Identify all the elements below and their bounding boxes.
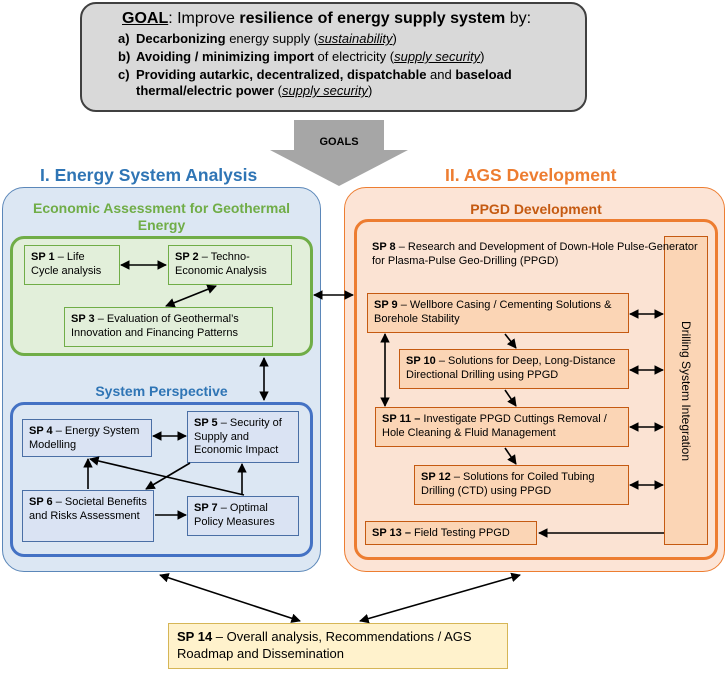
sp1-box: SP 1 – Life Cycle analysis — [24, 245, 120, 285]
arrow-ags-sp14 — [359, 572, 521, 624]
section-ags-development: II. AGS Development — [445, 165, 617, 185]
goal-item-italic: supply security — [394, 49, 481, 64]
sp6-text: – Societal Benefits and Risks Assessment — [29, 496, 147, 522]
sp8-box: SP 8 – Research and Development of Down-… — [366, 236, 708, 276]
goal-item-text: and — [426, 67, 456, 82]
arrow-sp9-sp10 — [504, 333, 517, 349]
goal-item-italic: sustainability — [318, 31, 393, 46]
sp2-box: SP 2 – Techno-Economic Analysis — [168, 245, 292, 285]
goal-item-text: of electricity ( — [313, 49, 395, 64]
goal-item-text2: ( — [274, 83, 282, 98]
goal-item-a: a) Decarbonizing energy supply (sustaina… — [118, 31, 575, 47]
ppgd-development-title: PPGD Development — [470, 201, 602, 217]
sp2-code: SP 2 — [175, 251, 199, 263]
sp12-text: – Solutions for Coiled Tubing Drilling (… — [421, 471, 595, 497]
goals-arrow — [270, 120, 408, 186]
goal-item-bold: Providing autarkic, decentralized, dispa… — [136, 67, 427, 82]
goal-item-letter: a) — [118, 31, 130, 46]
sp14-code: SP 14 — [177, 629, 213, 644]
sp8-code: SP 8 — [372, 241, 396, 253]
sp11-code: SP 11 – — [382, 413, 421, 425]
sp4-box: SP 4 – Energy System Modelling — [22, 419, 152, 457]
goal-item-text: energy supply ( — [225, 31, 319, 46]
goal-item-c: c) Providing autarkic, decentralized, di… — [118, 67, 575, 99]
goal-intro-end: by: — [505, 10, 532, 27]
sp1-code: SP 1 — [31, 251, 55, 263]
goals-arrow-label: GOALS — [319, 136, 359, 148]
goal-box: GOAL: Improve resilience of energy suppl… — [80, 2, 587, 112]
sp9-box: SP 9 – Wellbore Casing / Cementing Solut… — [367, 293, 629, 333]
sp12-code: SP 12 — [421, 471, 451, 483]
sp10-text: – Solutions for Deep, Long-Distance Dire… — [406, 355, 616, 381]
goal-item-end: ) — [392, 31, 397, 46]
sp5-code: SP 5 — [194, 417, 218, 429]
sp13-box: SP 13 – Field Testing PPGD — [365, 521, 537, 545]
drilling-system-integration-box: Drilling System Integration — [664, 236, 708, 545]
sp12-box: SP 12 – Solutions for Coiled Tubing Dril… — [414, 465, 629, 505]
sp3-box: SP 3 – Evaluation of Geothermal’s Innova… — [64, 307, 273, 347]
sp2-text: – Techno-Economic Analysis — [175, 251, 267, 277]
sp6-box: SP 6 – Societal Benefits and Risks Asses… — [22, 490, 154, 542]
goal-item-letter: b) — [118, 49, 131, 64]
goal-item-bold: Avoiding / minimizing import — [136, 49, 314, 64]
sp9-code: SP 9 — [374, 299, 398, 311]
arrow-sp11-sp12 — [504, 447, 517, 465]
goal-item-bold: Decarbonizing — [136, 31, 226, 46]
sp14-text: – Overall analysis, Recommendations / AG… — [177, 629, 472, 661]
sp8-text: – Research and Development of Down-Hole … — [372, 241, 698, 267]
sp5-text: – Security of Supply and Economic Impact — [194, 417, 282, 456]
goal-item-b: b) Avoiding / minimizing import of elect… — [118, 49, 575, 65]
sp9-text: – Wellbore Casing / Cementing Solutions … — [374, 299, 612, 325]
sp7-text: – Optimal Policy Measures — [194, 502, 275, 528]
section-energy-system-analysis: I. Energy System Analysis — [40, 165, 258, 185]
sp3-text: – Evaluation of Geothermal’s Innovation … — [71, 313, 239, 339]
goal-item-letter: c) — [118, 67, 130, 82]
sp4-text: – Energy System Modelling — [29, 425, 140, 451]
sp11-text: Investigate PPGD Cuttings Removal / Hole… — [382, 413, 607, 439]
arrow-sp2-sp3 — [165, 284, 217, 308]
goal-intro: : Improve — [168, 10, 240, 27]
sp13-code: SP 13 – — [372, 527, 411, 539]
arrow-sp7-sp4 — [89, 456, 245, 496]
goal-item-italic: supply security — [281, 83, 368, 98]
arrow-sp10-sp11 — [504, 389, 517, 407]
sp14-box: SP 14 – Overall analysis, Recommendation… — [168, 623, 508, 669]
sp5-box: SP 5 – Security of Supply and Economic I… — [187, 411, 299, 463]
economic-assessment-title: Economic Assessment for Geothermal Energ… — [32, 200, 290, 233]
sp6-code: SP 6 — [29, 496, 53, 508]
sp3-code: SP 3 — [71, 313, 95, 325]
sp4-code: SP 4 — [29, 425, 53, 437]
sp7-box: SP 7 – Optimal Policy Measures — [187, 496, 299, 536]
arrow-esa-sp14 — [159, 573, 301, 623]
arrow-sp5-sp6 — [145, 462, 191, 490]
goal-prefix: GOAL — [122, 10, 169, 27]
goal-item-end: ) — [480, 49, 485, 64]
goal-item-end: ) — [367, 83, 373, 98]
goal-heading: GOAL: Improve resilience of energy suppl… — [118, 10, 575, 28]
sp13-text: Field Testing PPGD — [410, 527, 510, 539]
sp1-text: – Life Cycle analysis — [31, 251, 102, 277]
goal-item-bold2: baseload thermal/electric power — [136, 67, 512, 98]
sp7-code: SP 7 — [194, 502, 218, 514]
sp10-box: SP 10 – Solutions for Deep, Long-Distanc… — [399, 349, 629, 389]
sp11-box: SP 11 – Investigate PPGD Cuttings Remova… — [375, 407, 629, 447]
goal-intro-bold: resilience of energy supply system — [239, 10, 506, 27]
system-perspective-title: System Perspective — [95, 383, 228, 399]
sp10-code: SP 10 — [406, 355, 436, 367]
